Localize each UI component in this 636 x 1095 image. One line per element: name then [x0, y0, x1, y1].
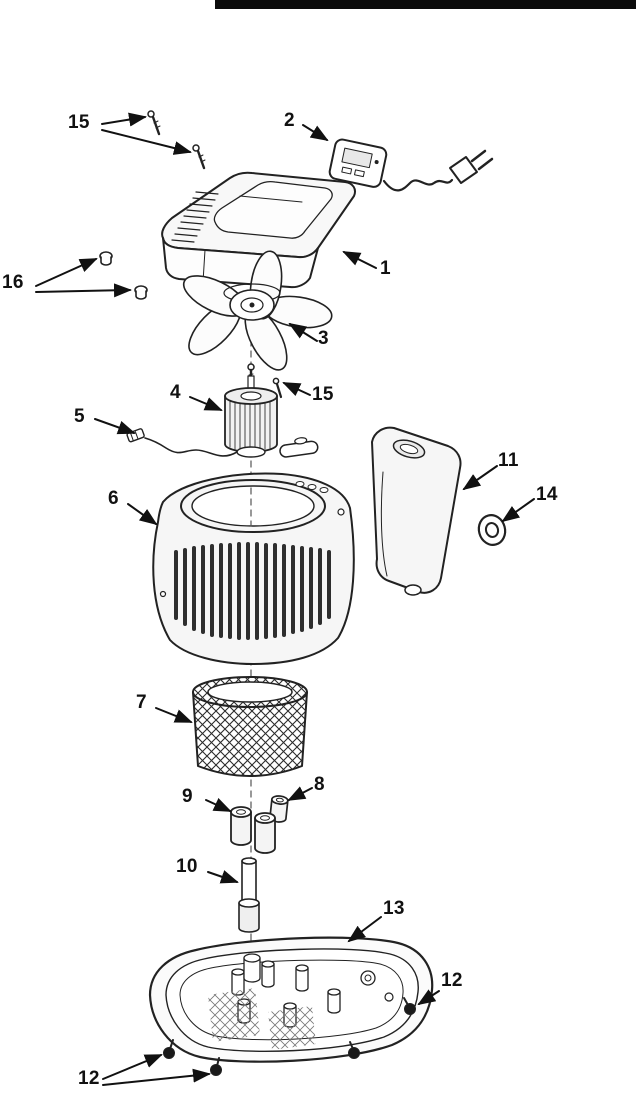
page-header-bar — [215, 0, 636, 9]
water-bottle-art — [371, 426, 462, 596]
cap-nuts-art — [99, 251, 148, 300]
base-pan-art — [148, 936, 434, 1063]
motor-art — [224, 375, 319, 458]
filter-drum-art — [192, 676, 308, 777]
wire-lead-art — [126, 428, 238, 457]
main-housing-art — [152, 472, 355, 665]
shaft-tube-art — [238, 857, 260, 933]
screw-group-top — [147, 110, 206, 170]
fan-blade-art — [182, 250, 333, 371]
power-cord-module-art — [328, 138, 494, 192]
ring-grommet-art — [477, 514, 507, 546]
leader-arrows — [35, 112, 535, 1086]
float-pair-art — [230, 806, 276, 854]
casters-art — [163, 997, 416, 1076]
